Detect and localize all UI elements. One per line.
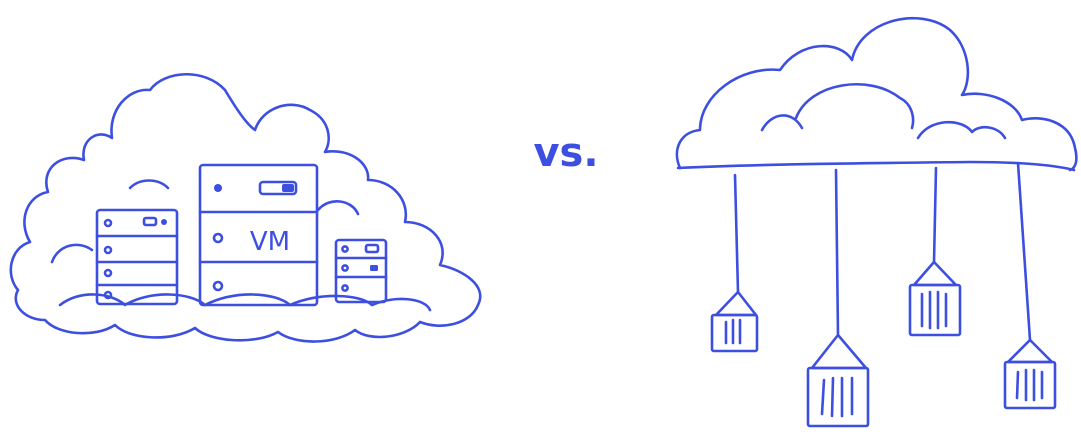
container-icon: [808, 335, 868, 426]
server-led-icon: [214, 184, 222, 192]
container-rope: [735, 175, 738, 292]
vm-label: VM: [250, 227, 290, 257]
server-led-icon: [214, 234, 222, 242]
container-rope: [836, 170, 838, 335]
vs-separator: vs.: [533, 130, 598, 176]
vm-server-left: [97, 210, 177, 304]
container-cloud-illustration: [677, 18, 1076, 426]
container-icon: [910, 262, 960, 335]
left-cloud-inner-curve-3: [318, 201, 358, 214]
right-cloud-base: [678, 162, 1074, 170]
container-rope: [1018, 163, 1030, 340]
container-rope: [934, 168, 936, 262]
left-cloud-inner-curve-2: [130, 181, 168, 189]
left-cloud-outline: [11, 74, 480, 341]
right-cloud-inner-curve-3: [918, 122, 1005, 138]
vm-server-main: VM: [200, 165, 317, 305]
left-cloud-inner-curve: [52, 245, 92, 262]
container-icon: [712, 292, 757, 351]
vm-cloud-illustration: VM: [11, 74, 480, 341]
right-cloud-inner-curve-2: [796, 84, 913, 128]
right-cloud-outline: [677, 18, 1076, 170]
vm-server-right: [336, 240, 386, 302]
container-icon: [1005, 340, 1055, 408]
server-led-icon: [214, 282, 222, 290]
